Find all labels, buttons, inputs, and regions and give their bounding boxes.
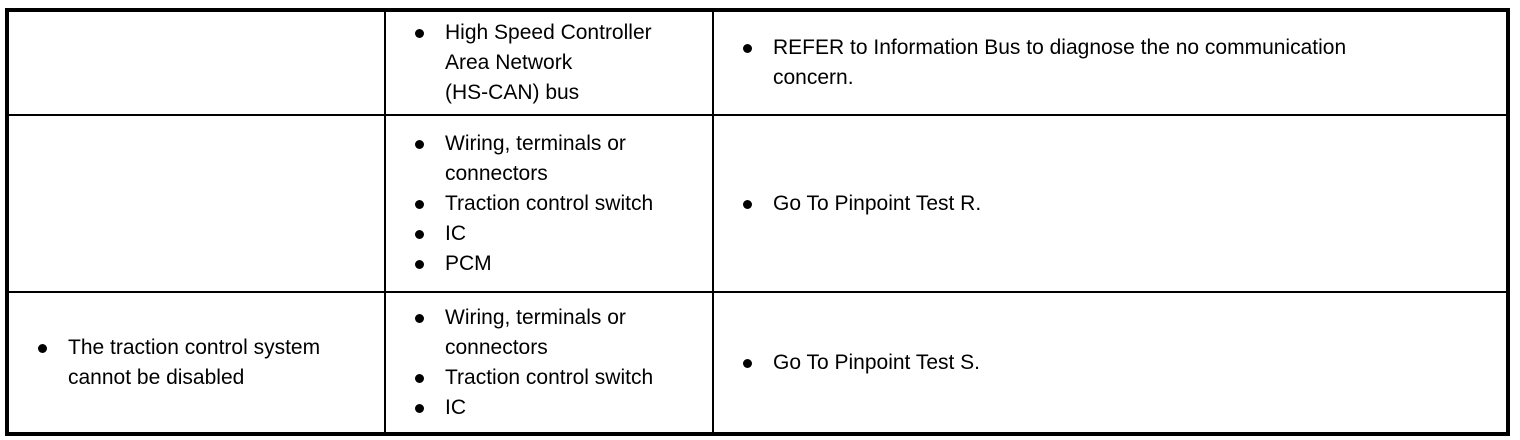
table-row: Wiring, terminals or connectors Traction… (6, 114, 1509, 293)
bullet-icon (38, 343, 47, 353)
bullet-icon (415, 199, 424, 209)
bullet-icon (743, 358, 752, 368)
action-text: Go To Pinpoint Test S. (773, 350, 981, 374)
symptom-cell (6, 114, 386, 293)
list-item: REFER to Information Bus to diagnose the… (714, 33, 1496, 93)
list-item: IC (386, 393, 702, 423)
list-item: High Speed Controller Area Network (HS-C… (386, 18, 702, 108)
list-item: Go To Pinpoint Test R. (714, 189, 1496, 219)
bullet-icon (415, 29, 424, 38)
list-item: Wiring, terminals or connectors (386, 129, 702, 189)
action-cell: Go To Pinpoint Test R. (712, 114, 1509, 293)
list-item: Traction control switch (386, 189, 702, 219)
symptom-cell (6, 9, 386, 116)
bullet-icon (415, 229, 424, 239)
list-item: The traction control system cannot be di… (9, 333, 374, 393)
list-item: IC (386, 219, 702, 249)
possible-source-text: Traction control switch (445, 365, 654, 389)
table-row: The traction control system cannot be di… (6, 291, 1509, 435)
list-item: Wiring, terminals or connectors (386, 303, 702, 363)
bullet-icon (415, 403, 424, 413)
symptom-cell: The traction control system cannot be di… (6, 291, 386, 435)
bullet-icon (743, 199, 752, 209)
possible-source-text: High Speed Controller Area Network (HS-C… (445, 21, 652, 104)
list-item: Go To Pinpoint Test S. (714, 348, 1496, 378)
possible-source-text: Wiring, terminals or connectors (445, 305, 626, 359)
bullet-icon (415, 259, 424, 269)
possible-sources-cell: High Speed Controller Area Network (HS-C… (384, 9, 714, 116)
possible-source-text: IC (445, 395, 466, 419)
bullet-icon (743, 44, 752, 53)
list-item: Traction control switch (386, 363, 702, 393)
table-row: High Speed Controller Area Network (HS-C… (6, 9, 1509, 116)
symptom-text: The traction control system cannot be di… (68, 335, 321, 389)
action-text: REFER to Information Bus to diagnose the… (773, 36, 1347, 89)
bullet-icon (415, 313, 424, 323)
possible-source-text: PCM (445, 251, 492, 275)
possible-source-text: IC (445, 221, 466, 245)
action-cell: Go To Pinpoint Test S. (712, 291, 1509, 435)
bullet-icon (415, 373, 424, 383)
action-text: Go To Pinpoint Test R. (773, 191, 982, 215)
possible-source-text: Wiring, terminals or connectors (445, 131, 626, 185)
list-item: PCM (386, 249, 702, 279)
possible-sources-cell: Wiring, terminals or connectors Traction… (384, 114, 714, 293)
action-cell: REFER to Information Bus to diagnose the… (712, 9, 1509, 116)
possible-source-text: Traction control switch (445, 191, 654, 215)
possible-sources-cell: Wiring, terminals or connectors Traction… (384, 291, 714, 435)
symptom-table: High Speed Controller Area Network (HS-C… (5, 8, 1510, 436)
bullet-icon (415, 139, 424, 149)
